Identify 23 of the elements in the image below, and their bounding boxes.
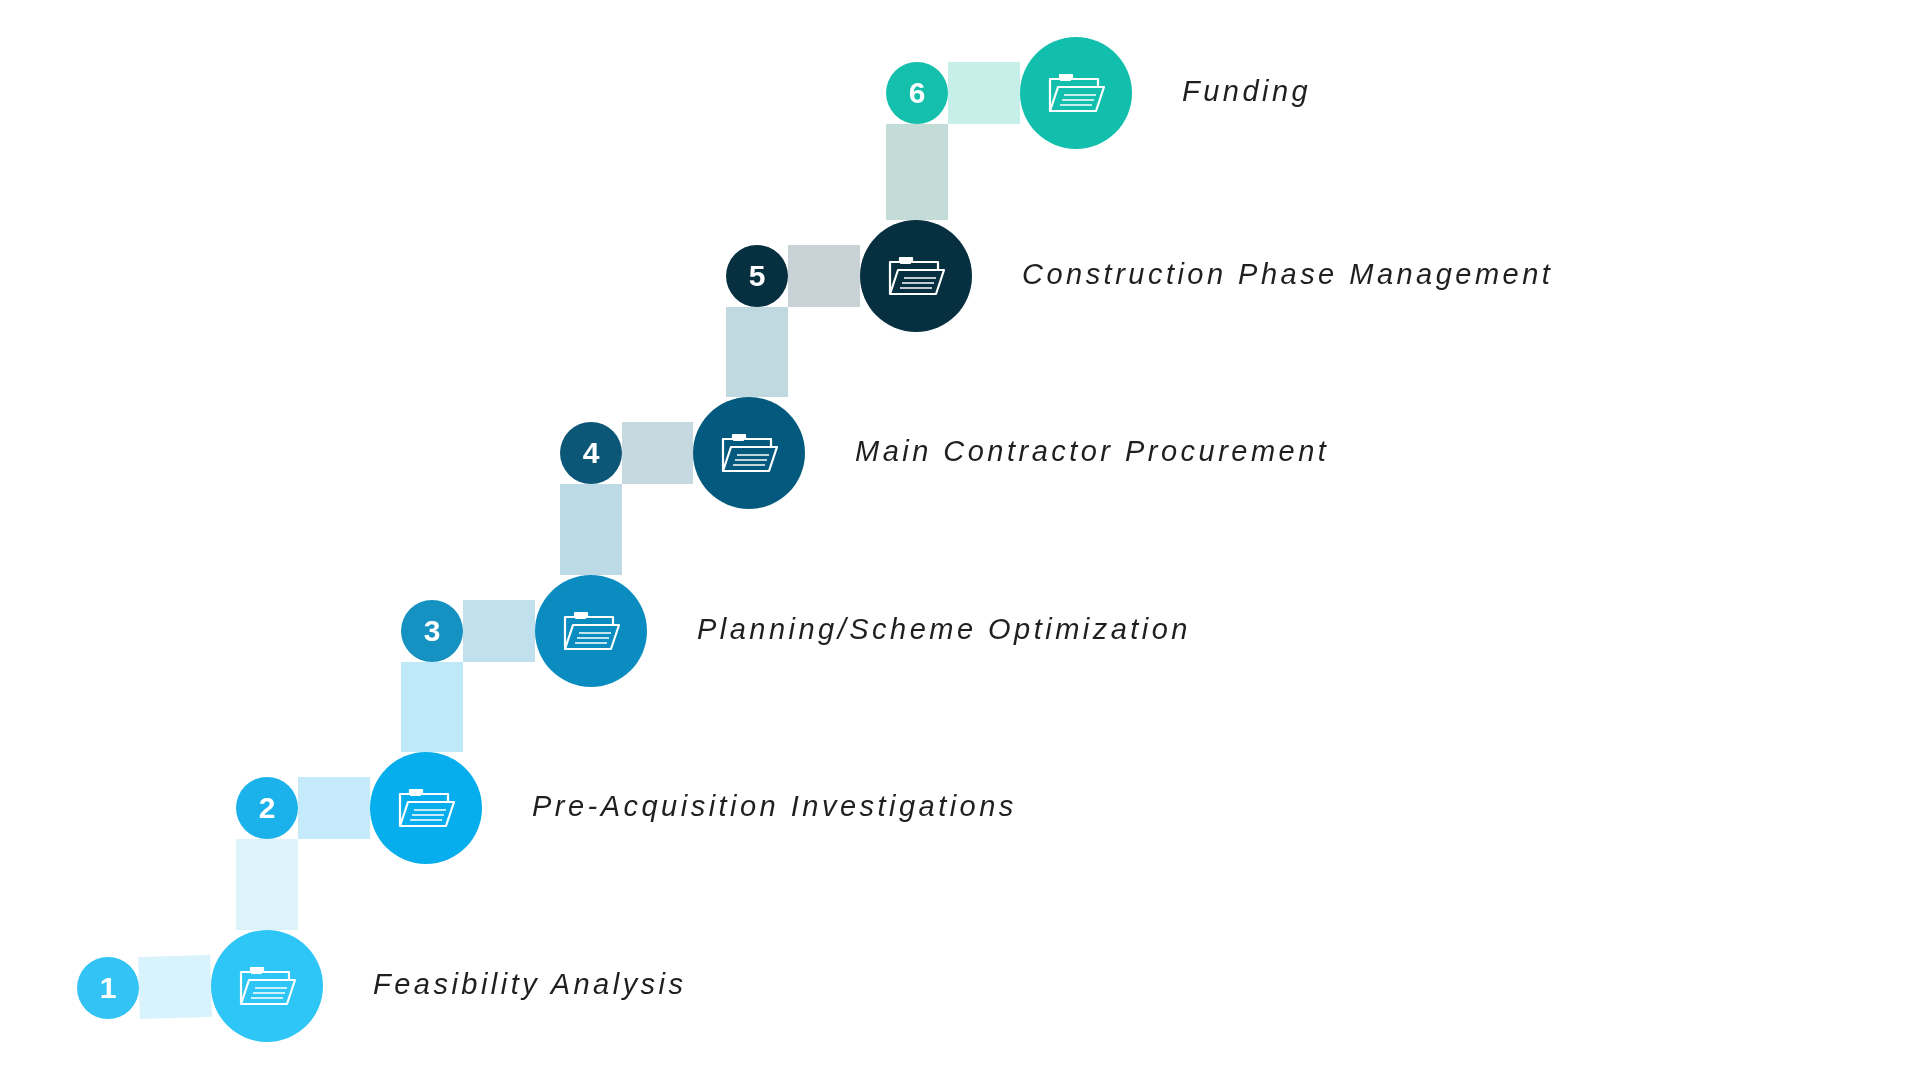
step-number: 4 xyxy=(582,438,600,468)
step-number: 3 xyxy=(423,616,441,646)
connector-band xyxy=(726,307,788,397)
connector-band xyxy=(948,62,1020,124)
step-number: 2 xyxy=(258,793,276,823)
connector-band xyxy=(463,600,535,662)
step-number: 5 xyxy=(748,261,766,291)
connector-band xyxy=(401,662,463,752)
step-label: Planning/Scheme Optimization xyxy=(697,615,1191,644)
step-label: Main Contractor Procurement xyxy=(855,437,1330,466)
connector-band xyxy=(236,839,298,930)
connector-band xyxy=(138,955,212,1019)
connector-band xyxy=(788,245,860,307)
step-label: Funding xyxy=(1182,77,1312,106)
step-number: 6 xyxy=(908,78,926,108)
connector-band xyxy=(298,777,370,839)
connector-band xyxy=(622,422,693,484)
step-label: Feasibility Analysis xyxy=(373,970,687,999)
connector-band xyxy=(560,484,622,575)
step-label: Construction Phase Management xyxy=(1022,260,1554,289)
connector-band xyxy=(886,124,948,220)
step-label: Pre-Acquisition Investigations xyxy=(532,792,1017,821)
step-number: 1 xyxy=(99,973,117,1003)
